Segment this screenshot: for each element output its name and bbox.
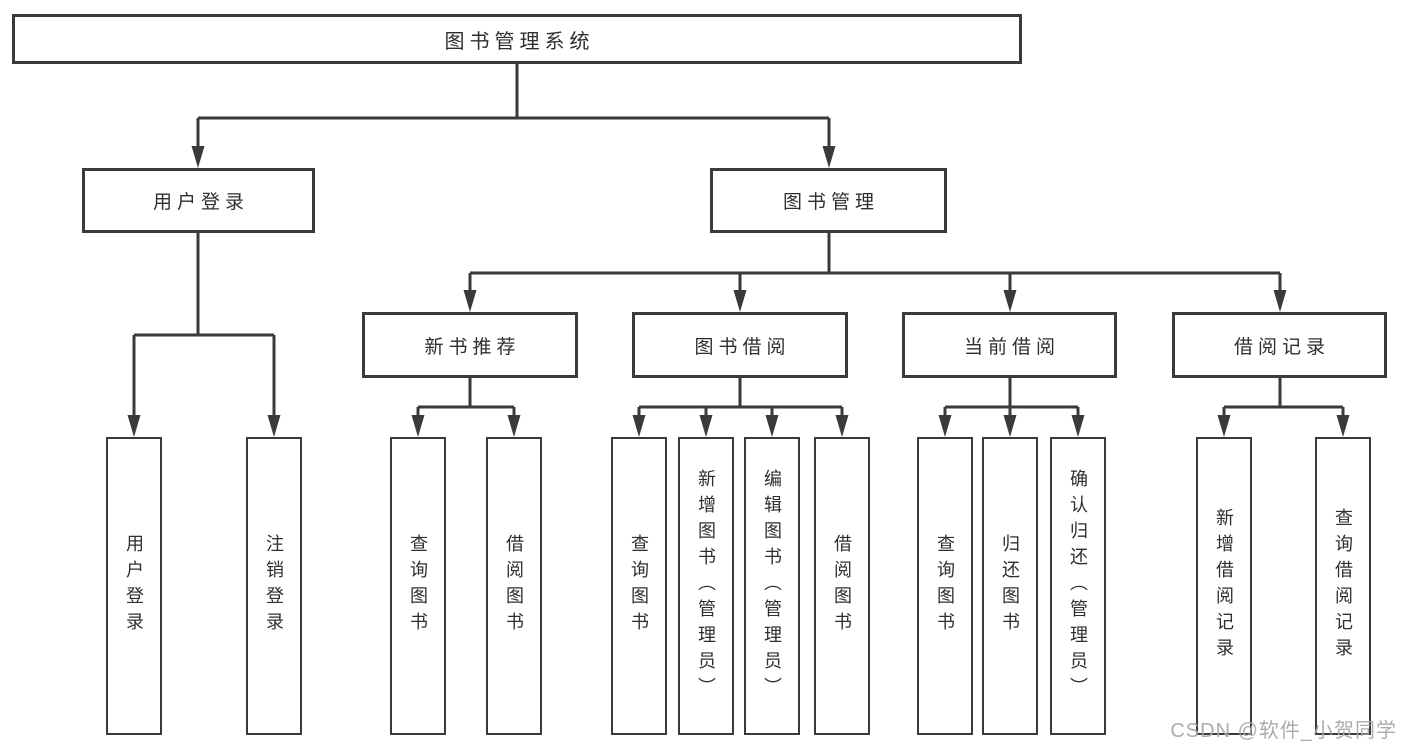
node-borrow-records: 借阅记录 <box>1172 312 1387 378</box>
leaf-logout-label: 注销登录 <box>264 534 284 638</box>
connector-book-management-to-level3 <box>463 233 1287 312</box>
leaf-nb-query-books: 查询图书 <box>390 437 446 735</box>
connector-borrow-records-to-leaves <box>1217 378 1350 437</box>
leaf-br-add-record-label: 新增借阅记录 <box>1214 508 1234 664</box>
leaf-cb-return-books: 归还图书 <box>982 437 1038 735</box>
leaf-bb-borrow-books: 借阅图书 <box>814 437 870 735</box>
leaf-nb-borrow-books: 借阅图书 <box>486 437 542 735</box>
leaf-br-query-record-label: 查询借阅记录 <box>1333 508 1353 664</box>
node-current-borrow: 当前借阅 <box>902 312 1117 378</box>
node-book-management-label: 图书管理 <box>782 192 879 213</box>
node-book-management: 图书管理 <box>710 168 947 233</box>
node-root-label: 图书管理系统 <box>444 30 595 53</box>
leaf-br-query-record: 查询借阅记录 <box>1315 437 1371 735</box>
leaf-cb-confirm-return-label: 确认归还（管理员） <box>1068 469 1088 703</box>
node-new-book-recommend-label: 新书推荐 <box>424 336 521 358</box>
node-user-login: 用户登录 <box>82 168 315 233</box>
node-new-book-recommend: 新书推荐 <box>362 312 578 378</box>
leaf-cb-query-books-label: 查询图书 <box>935 534 955 638</box>
node-book-borrow-label: 图书借阅 <box>694 336 791 358</box>
leaf-bb-edit-books: 编辑图书（管理员） <box>744 437 800 735</box>
node-borrow-records-label: 借阅记录 <box>1233 336 1330 358</box>
connector-root-to-level2 <box>191 64 836 168</box>
leaf-user-login: 用户登录 <box>106 437 162 735</box>
leaf-cb-query-books: 查询图书 <box>917 437 973 735</box>
connector-user-login-to-leaves <box>127 233 281 437</box>
leaf-bb-query-books-label: 查询图书 <box>629 534 649 638</box>
node-root: 图书管理系统 <box>12 14 1022 64</box>
leaf-cb-confirm-return: 确认归还（管理员） <box>1050 437 1106 735</box>
leaf-br-add-record: 新增借阅记录 <box>1196 437 1252 735</box>
connector-current-borrow-to-leaves <box>938 378 1085 437</box>
leaf-bb-edit-books-label: 编辑图书（管理员） <box>762 469 782 703</box>
connector-new-book-recommend-to-leaves <box>411 378 521 437</box>
leaf-bb-query-books: 查询图书 <box>611 437 667 735</box>
leaf-cb-return-books-label: 归还图书 <box>1000 534 1020 638</box>
csdn-watermark: CSDN @软件_小贺同学 <box>1170 720 1397 742</box>
node-book-borrow: 图书借阅 <box>632 312 848 378</box>
node-current-borrow-label: 当前借阅 <box>963 336 1060 358</box>
node-user-login-label: 用户登录 <box>152 192 249 213</box>
leaf-bb-borrow-books-label: 借阅图书 <box>832 534 852 638</box>
leaf-bb-add-books: 新增图书（管理员） <box>678 437 734 735</box>
leaf-bb-add-books-label: 新增图书（管理员） <box>696 469 716 703</box>
leaf-nb-borrow-books-label: 借阅图书 <box>504 534 524 638</box>
leaf-user-login-label: 用户登录 <box>124 534 144 638</box>
connector-book-borrow-to-leaves <box>632 378 849 437</box>
leaf-logout: 注销登录 <box>246 437 302 735</box>
leaf-nb-query-books-label: 查询图书 <box>408 534 428 638</box>
